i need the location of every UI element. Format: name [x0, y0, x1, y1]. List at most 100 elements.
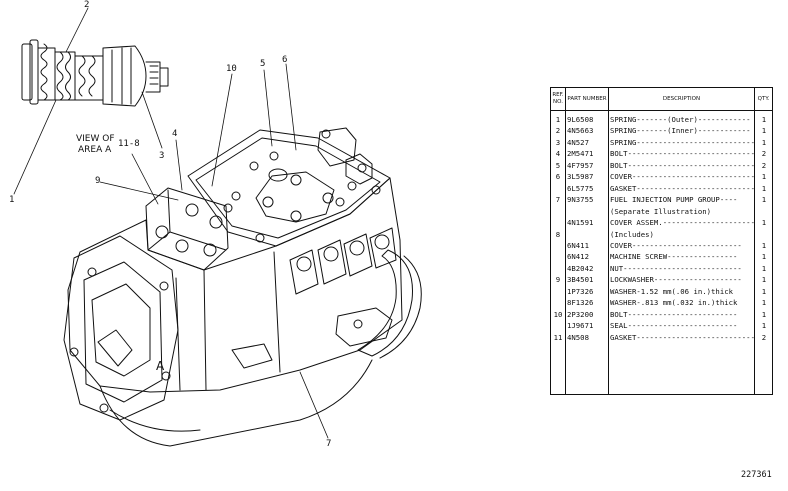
part-number-cell: 1J9671 — [567, 321, 594, 331]
qty-cell: 2 — [761, 149, 767, 159]
view-caption-line-1: VIEW OF — [76, 134, 115, 144]
qty-cell: 1 — [761, 263, 767, 273]
part-number-cell: 9L6508 — [567, 115, 594, 124]
qty-cell: 1 — [761, 240, 767, 250]
ref-cell: 5 — [555, 160, 561, 170]
ref-cell: 9 — [555, 275, 561, 285]
spring-detail-view — [21, 39, 169, 107]
table-row: 1P7326 WASHER-1.52 mm(.06 in.)thick 1 — [551, 286, 772, 297]
part-number-cell: 4N508 — [567, 332, 589, 342]
callout-7: 7 — [326, 439, 332, 449]
callout-10: 10 — [226, 64, 237, 74]
pump-illustration: 2 10 5 6 4 11-8 3 9 1 7 VIEW OF AREA A A — [9, 1, 422, 449]
table-row: 4B2042 NUT--------------------------- 1 — [551, 263, 772, 274]
part-number-cell: 4N527 — [567, 137, 589, 147]
qty-cell: 1 — [761, 298, 767, 308]
description-cell: FUEL INJECTION PUMP GROUP---- — [610, 195, 738, 205]
description-cell: MACHINE SCREW---------------- — [610, 252, 738, 262]
table-row: 4N1591 COVER ASSEM.----------------------… — [551, 217, 772, 228]
ref-cell: 1 — [555, 115, 561, 124]
fuel-pump-line-drawing — [13, 7, 422, 447]
part-number-cell: 4N5663 — [567, 126, 594, 136]
table-row: 8F1326 WASHER-.813 mm(.032 in.)thick 1 — [551, 297, 772, 308]
qty-cell: 1 — [761, 309, 767, 319]
column-divider-desc — [754, 88, 755, 394]
part-number-cell: 2M5471 — [567, 149, 594, 159]
description-cell: (Separate Illustration) — [610, 206, 712, 216]
figure-number: 227361 — [741, 470, 772, 480]
view-caption-line-2: AREA A — [78, 145, 112, 155]
pump-body — [63, 127, 422, 447]
ref-cell: 3 — [555, 137, 561, 147]
outlet-fittings — [289, 227, 397, 295]
header-description: DESCRIPTION — [662, 95, 701, 102]
part-number-cell: 6N412 — [567, 252, 589, 262]
callout-6: 6 — [282, 55, 288, 65]
qty-cell: 1 — [761, 275, 767, 285]
description-cell: NUT--------------------------- — [610, 263, 742, 273]
table-header: REF. NO. PART NUMBER DESCRIPTION QTY. — [551, 88, 772, 111]
qty-cell: 1 — [761, 252, 767, 262]
callout-11-8: 11-8 — [118, 139, 140, 149]
part-number-cell: 9N3755 — [567, 195, 594, 205]
callout-5: 5 — [260, 59, 266, 69]
table-row: 1J9671 SEAL------------------------- 1 — [551, 320, 772, 331]
callout-3: 3 — [159, 151, 165, 161]
description-cell: COVER------------------------- — [610, 240, 742, 250]
view-of-area-a-caption: VIEW OF AREA A — [76, 134, 115, 156]
description-cell: WASHER-1.52 mm(.06 in.)thick — [610, 286, 734, 296]
part-number-cell: 3B4501 — [567, 275, 594, 285]
column-divider-ref — [565, 88, 566, 394]
leader-lines — [13, 7, 329, 439]
description-cell: BOLT------------------------- — [610, 309, 738, 319]
part-number-cell: 4F7957 — [567, 160, 594, 170]
table-row: 8 (Includes) — [551, 229, 772, 240]
qty-cell: 1 — [761, 286, 767, 296]
qty-cell: 2 — [761, 332, 767, 342]
ref-cell: 2 — [555, 126, 561, 136]
description-cell: COVER ASSEM.----------------------- — [610, 218, 754, 228]
header-qty: QTY. — [757, 95, 770, 102]
qty-cell: 1 — [761, 137, 767, 147]
part-number-cell: 1P7326 — [567, 286, 594, 296]
area-a-label: A — [156, 359, 165, 373]
qty-cell: 1 — [761, 183, 767, 193]
table-row: 2 4N5663 SPRING-------(Inner)------------ 1 — [551, 125, 772, 136]
part-number-cell: 3L5987 — [567, 172, 594, 182]
table-row: 3 4N527 SPRING--------------------------- 1 — [551, 137, 772, 148]
description-cell: (Includes) — [610, 229, 654, 239]
part-number-cell: 4B2042 — [567, 263, 594, 273]
description-cell: SPRING-------(Inner)------------ — [610, 126, 751, 136]
qty-cell: 1 — [761, 195, 767, 205]
callout-9: 9 — [95, 176, 101, 186]
ref-cell: 8 — [555, 229, 561, 239]
ref-cell: 6 — [555, 172, 561, 182]
part-number-cell: 4N1591 — [567, 218, 594, 228]
description-cell: BOLT----------------------------- — [610, 149, 754, 159]
table-row: 10 2P3200 BOLT------------------------- 1 — [551, 309, 772, 320]
part-number-cell: 2P3200 — [567, 309, 594, 319]
description-cell: WASHER-.813 mm(.032 in.)thick — [610, 298, 738, 308]
description-cell: SPRING--------------------------- — [610, 137, 754, 147]
column-divider-part — [608, 88, 609, 394]
qty-cell: 1 — [761, 126, 767, 136]
table-row: (Separate Illustration) — [551, 206, 772, 217]
qty-cell: 1 — [761, 115, 767, 124]
description-cell: GASKET--------------------------- — [610, 183, 754, 193]
ref-cell: 4 — [555, 149, 561, 159]
ref-cell: 10 — [553, 309, 563, 319]
qty-cell: 1 — [761, 172, 767, 182]
part-number-cell: 6N411 — [567, 240, 589, 250]
part-number-cell: 8F1326 — [567, 298, 594, 308]
qty-cell: 1 — [761, 321, 767, 331]
description-cell: SEAL------------------------- — [610, 321, 738, 331]
table-row: 6N411 COVER------------------------- 1 — [551, 240, 772, 251]
qty-cell: 2 — [761, 160, 767, 170]
qty-cell: 1 — [761, 218, 767, 228]
